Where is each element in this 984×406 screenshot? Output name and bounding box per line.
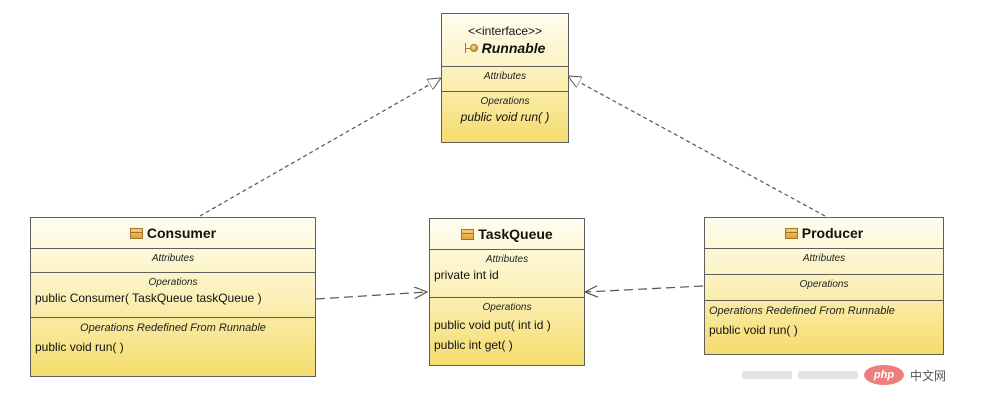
runnable-attributes-caption: Attributes bbox=[483, 71, 527, 82]
taskqueue-get-operation: public int get( ) bbox=[434, 338, 513, 352]
producer-class-box: Producer Attributes Operations Operation… bbox=[704, 217, 944, 355]
consumer-constructor: public Consumer( TaskQueue taskQueue ) bbox=[35, 291, 262, 305]
consumer-realizes-runnable bbox=[199, 78, 441, 217]
site-watermark: php 中文网 bbox=[742, 362, 982, 388]
runnable-attributes-section: Attributes bbox=[442, 67, 568, 92]
taskqueue-operations-caption: Operations bbox=[482, 302, 532, 313]
producer-realizes-runnable bbox=[568, 76, 826, 217]
producer-redefined-section: Operations Redefined From Runnable publi… bbox=[705, 301, 943, 355]
producer-attributes-caption: Attributes bbox=[802, 253, 846, 264]
taskqueue-name: TaskQueue bbox=[478, 226, 553, 242]
taskqueue-header: TaskQueue bbox=[430, 219, 584, 250]
consumer-run-operation: public void run( ) bbox=[35, 340, 124, 354]
blurred-text bbox=[742, 371, 792, 379]
producer-attributes-section: Attributes bbox=[705, 249, 943, 275]
consumer-attributes-caption: Attributes bbox=[151, 253, 195, 264]
runnable-operations-caption: Operations bbox=[480, 96, 530, 107]
runnable-interface-box: <<interface>> Runnable Attributes Operat… bbox=[441, 13, 569, 143]
interface-icon bbox=[464, 43, 478, 53]
taskqueue-put-operation: public void put( int id ) bbox=[434, 318, 551, 332]
consumer-uses-taskqueue bbox=[315, 292, 427, 300]
class-icon bbox=[129, 227, 143, 239]
taskqueue-attributes-section: Attributes private int id bbox=[430, 250, 584, 298]
taskqueue-attribute-id: private int id bbox=[434, 268, 499, 282]
taskqueue-operations-section: Operations public void put( int id ) pub… bbox=[430, 298, 584, 366]
runnable-operations-section: Operations public void run( ) bbox=[442, 92, 568, 143]
consumer-class-box: Consumer Attributes Operations public Co… bbox=[30, 217, 316, 377]
blurred-text bbox=[798, 371, 858, 379]
class-icon bbox=[461, 228, 475, 240]
consumer-name: Consumer bbox=[146, 225, 217, 241]
consumer-redefined-section: Operations Redefined From Runnable publi… bbox=[31, 318, 315, 377]
class-icon bbox=[784, 227, 798, 239]
consumer-header: Consumer bbox=[31, 218, 315, 249]
consumer-operations-caption: Operations bbox=[148, 277, 198, 288]
producer-run-operation: public void run( ) bbox=[709, 323, 798, 337]
interface-stereotype: <<interface>> bbox=[467, 24, 543, 38]
consumer-attributes-section: Attributes bbox=[31, 249, 315, 273]
runnable-name: Runnable bbox=[481, 40, 546, 56]
taskqueue-attributes-caption: Attributes bbox=[485, 254, 529, 265]
consumer-operations-section: Operations public Consumer( TaskQueue ta… bbox=[31, 273, 315, 318]
taskqueue-class-box: TaskQueue Attributes private int id Oper… bbox=[429, 218, 585, 366]
producer-uses-taskqueue bbox=[585, 286, 704, 292]
producer-operations-caption: Operations bbox=[799, 279, 849, 290]
php-logo-icon: php bbox=[864, 365, 904, 385]
runnable-title-row: Runnable bbox=[464, 40, 546, 56]
producer-header: Producer bbox=[705, 218, 943, 249]
producer-name: Producer bbox=[801, 225, 864, 241]
runnable-operation: public void run( ) bbox=[460, 110, 550, 124]
runnable-header: <<interface>> Runnable bbox=[442, 14, 568, 67]
producer-redefined-caption: Operations Redefined From Runnable bbox=[709, 305, 895, 317]
producer-operations-section: Operations bbox=[705, 275, 943, 301]
watermark-site-text: 中文网 bbox=[910, 368, 947, 383]
consumer-redefined-caption: Operations Redefined From Runnable bbox=[80, 322, 266, 334]
